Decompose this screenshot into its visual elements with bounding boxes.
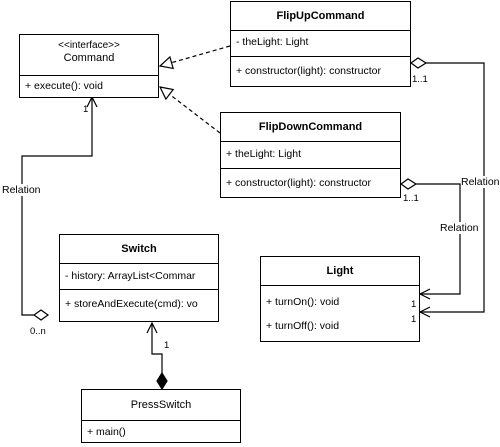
light-method-turnoff: + turnOff(): void (266, 320, 340, 332)
command-method-execute: + execute(): void (25, 80, 103, 92)
switch-attr-history: - history: ArrayList<Commar (65, 270, 196, 282)
flip-up-method-constructor: + constructor(light): constructor (236, 65, 382, 77)
light-name: Light (326, 265, 354, 277)
flipup-aggregation-diamond (409, 57, 428, 69)
flipdown-aggregation-diamond (399, 178, 418, 190)
switch-name: Switch (121, 243, 157, 255)
flip-down-method-constructor: + constructor(light): constructor (226, 177, 372, 189)
relation-label-left: Relation (2, 184, 41, 196)
switch-class[interactable]: Switch - history: ArrayList<Commar + sto… (59, 234, 219, 322)
relation-label-right-mid: Relation (440, 222, 479, 234)
multiplicity-flipdown-1-1: 1..1 (403, 193, 419, 204)
press-switch-class[interactable]: PressSwitch + main() (81, 389, 241, 443)
command-class[interactable]: <<interface>> Command + execute(): void (19, 34, 159, 98)
multiplicity-light-1b: 1 (411, 314, 417, 325)
multiplicity-flipup-1-1: 1..1 (412, 74, 428, 85)
multiplicity-switch-1: 1 (164, 340, 170, 351)
press-switch-name: PressSwitch (130, 399, 192, 411)
switch-command-aggregation (21, 97, 92, 316)
composition-diamond (156, 371, 168, 391)
flip-up-command-class[interactable]: FlipUpCommand - theLight: Light + constr… (230, 1, 411, 87)
flip-down-command-class[interactable]: FlipDownCommand + theLight: Light + cons… (220, 112, 401, 198)
light-method-turnon: + turnOn(): void (266, 296, 340, 308)
flipdown-light-aggregation (416, 183, 461, 294)
flip-up-attr-thelight: - theLight: Light (236, 36, 309, 48)
command-name: Command (63, 52, 115, 64)
multiplicity-light-1a: 1 (411, 299, 417, 310)
realization-flipdown-to-command (160, 87, 221, 134)
multiplicity-switch-0n: 0..n (30, 326, 46, 337)
multiplicity-command-1: 1 (83, 104, 89, 115)
realization-flipup-to-command (160, 45, 231, 66)
flip-down-attr-thelight: + theLight: Light (226, 148, 302, 160)
flip-up-command-name: FlipUpCommand (276, 10, 365, 22)
relation-label-right-top: Relation (461, 176, 500, 188)
pressswitch-switch-composition (152, 323, 163, 373)
command-stereotype: <<interface>> (58, 40, 120, 51)
switch-aggregation-diamond (32, 309, 50, 321)
flip-down-command-name: FlipDownCommand (258, 121, 363, 133)
light-class[interactable]: Light + turnOn(): void + turnOff(): void (260, 256, 420, 342)
switch-method-storeandexecute: + storeAndExecute(cmd): vo (65, 298, 198, 310)
press-switch-method-main: + main() (87, 426, 126, 438)
